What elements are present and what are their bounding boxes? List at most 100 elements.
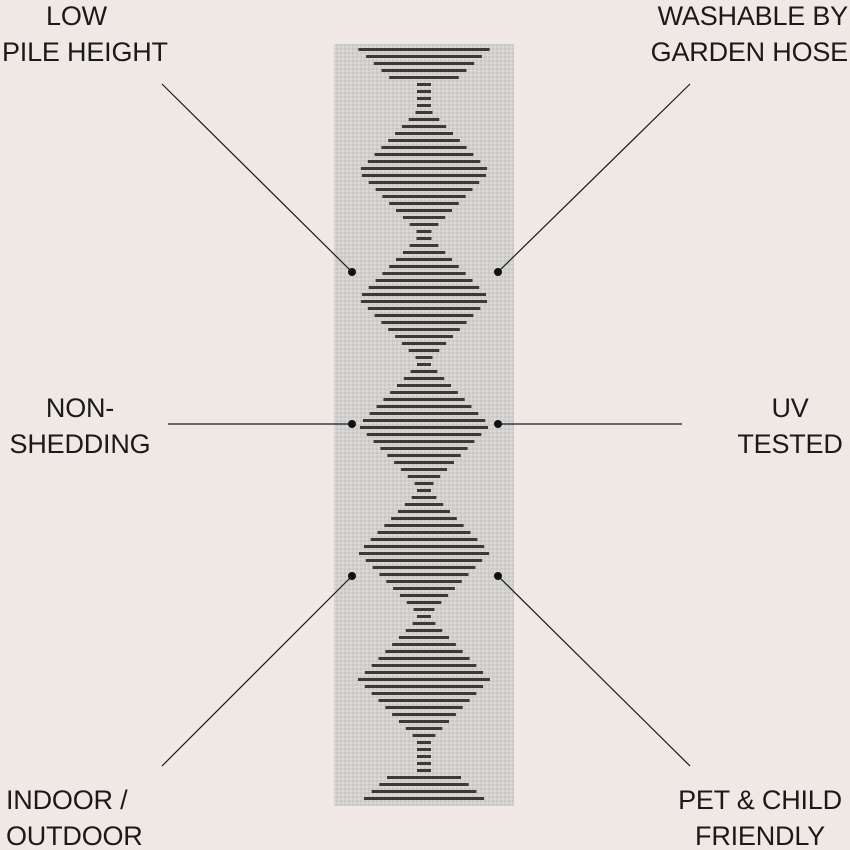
rug-stripe-77 <box>393 587 455 590</box>
rug-stripe-105 <box>379 783 469 786</box>
rug-stripe-35 <box>361 293 487 296</box>
rug-stripe-7 <box>417 97 431 100</box>
rug-stripe-16 <box>367 160 481 163</box>
rug-stripe-107 <box>363 797 485 800</box>
rug-stripe-6 <box>417 90 431 93</box>
rug-stripe-94 <box>385 706 463 709</box>
rug-stripe-70 <box>370 538 478 541</box>
rug-stripe-24 <box>402 216 446 219</box>
feature-washable: WASHABLE BY GARDEN HOSE <box>650 0 849 70</box>
rug-stripe-59 <box>394 461 454 464</box>
rug-stripe-8 <box>417 104 431 107</box>
rug-stripe-20 <box>375 188 473 191</box>
feature-pet-child-line1: PET & CHILD <box>678 785 842 815</box>
rug-stripe-54 <box>359 426 488 429</box>
rug-stripe-36 <box>360 300 488 303</box>
rug-stripe-34 <box>368 286 480 289</box>
rug-stripe-29 <box>402 251 446 254</box>
rug-stripe-48 <box>397 384 451 387</box>
rug-stripe-67 <box>391 517 457 520</box>
feature-washable-line1: WASHABLE BY <box>657 1 849 31</box>
feature-low-pile-line1: LOW <box>46 1 107 31</box>
rug-stripe-17 <box>360 167 488 170</box>
rug-stripe-26 <box>416 230 432 233</box>
rug-stripe-56 <box>373 440 475 443</box>
callout-line-indoor-outdoor <box>161 575 353 767</box>
rug-stripe-83 <box>405 629 443 632</box>
rug-runner-image <box>334 44 514 806</box>
feature-low-pile-line2: PILE HEIGHT <box>2 37 168 67</box>
rug-stripe-95 <box>392 713 456 716</box>
rug-stripe-3 <box>381 69 467 72</box>
rug-stripe-30 <box>396 258 452 261</box>
rug-stripe-96 <box>398 720 449 723</box>
rug-stripe-93 <box>378 699 470 702</box>
rug-stripe-89 <box>364 671 484 674</box>
rug-stripe-15 <box>374 153 474 156</box>
rug-stripe-92 <box>371 692 477 695</box>
rug-stripe-39 <box>381 321 467 324</box>
rug-stripe-82 <box>412 622 436 625</box>
rug-stripe-81 <box>417 615 431 618</box>
feature-washable-line2: GARDEN HOSE <box>650 37 849 67</box>
rug-stripe-103 <box>417 769 431 772</box>
rug-stripe-69 <box>377 531 471 534</box>
feature-uv-tested-line1: UV <box>771 393 809 423</box>
rug-stripe-79 <box>406 601 442 604</box>
rug-stripe-76 <box>386 580 462 583</box>
rug-stripe-46 <box>410 370 438 373</box>
rug-stripe-22 <box>389 202 459 205</box>
rug-stripe-104 <box>387 776 461 779</box>
rug-stripe-65 <box>404 503 444 506</box>
callout-dot-low-pile <box>348 268 356 276</box>
rug-stripe-71 <box>363 545 485 548</box>
rug-stripe-41 <box>395 335 453 338</box>
rug-stripe-49 <box>390 391 458 394</box>
callout-lines <box>161 83 691 767</box>
rug-diamond-pattern <box>358 48 490 800</box>
rug-stripe-37 <box>367 307 481 310</box>
rug-stripe-19 <box>368 181 480 184</box>
feature-indoor-outdoor: INDOOR / OUTDOOR <box>6 782 143 850</box>
rug-stripe-52 <box>369 412 479 415</box>
rug-stripe-80 <box>413 608 435 611</box>
rug-stripe-50 <box>383 398 465 401</box>
rug-stripe-60 <box>400 468 448 471</box>
callout-dot-pet-child <box>494 572 502 580</box>
callout-line-pet-child <box>497 575 691 767</box>
rug-stripe-25 <box>409 223 439 226</box>
feature-non-shedding: NON- SHEDDING <box>2 390 158 462</box>
rug-stripe-74 <box>372 566 476 569</box>
rug-stripe-28 <box>409 244 439 247</box>
rug-stripe-18 <box>361 174 487 177</box>
rug-stripe-21 <box>382 195 466 198</box>
callout-dot-washable <box>494 268 502 276</box>
rug-stripe-40 <box>388 328 460 331</box>
rug-stripe-100 <box>417 748 431 751</box>
callout-line-washable <box>497 83 691 273</box>
rug-stripe-62 <box>414 482 434 485</box>
rug-stripe-47 <box>403 377 445 380</box>
rug-stripe-43 <box>408 349 440 352</box>
rug-stripe-33 <box>375 279 473 282</box>
rug-stripe-38 <box>374 314 474 317</box>
callout-dot-uv-tested <box>494 420 502 428</box>
rug-stripe-12 <box>395 132 453 135</box>
rug-stripe-68 <box>384 524 464 527</box>
feature-pet-child-friendly: PET & CHILD FRIENDLY <box>672 782 848 850</box>
callout-line-low-pile <box>161 83 353 273</box>
rug-stripe-106 <box>371 790 477 793</box>
rug-stripe-57 <box>380 447 468 450</box>
callout-dot-indoor-outdoor <box>348 572 356 580</box>
rug-stripe-55 <box>366 433 482 436</box>
feature-low-pile-height: LOW <box>46 0 107 34</box>
rug-stripe-86 <box>385 650 463 653</box>
rug-stripe-31 <box>389 265 459 268</box>
rug-stripe-11 <box>401 125 447 128</box>
feature-non-shedding-line1: NON- <box>45 393 115 423</box>
feature-uv-tested-line2: TESTED <box>737 429 843 459</box>
rug-stripe-0 <box>358 48 490 51</box>
feature-indoor-outdoor-line1: INDOOR / <box>6 785 128 815</box>
rug-stripe-14 <box>381 146 467 149</box>
